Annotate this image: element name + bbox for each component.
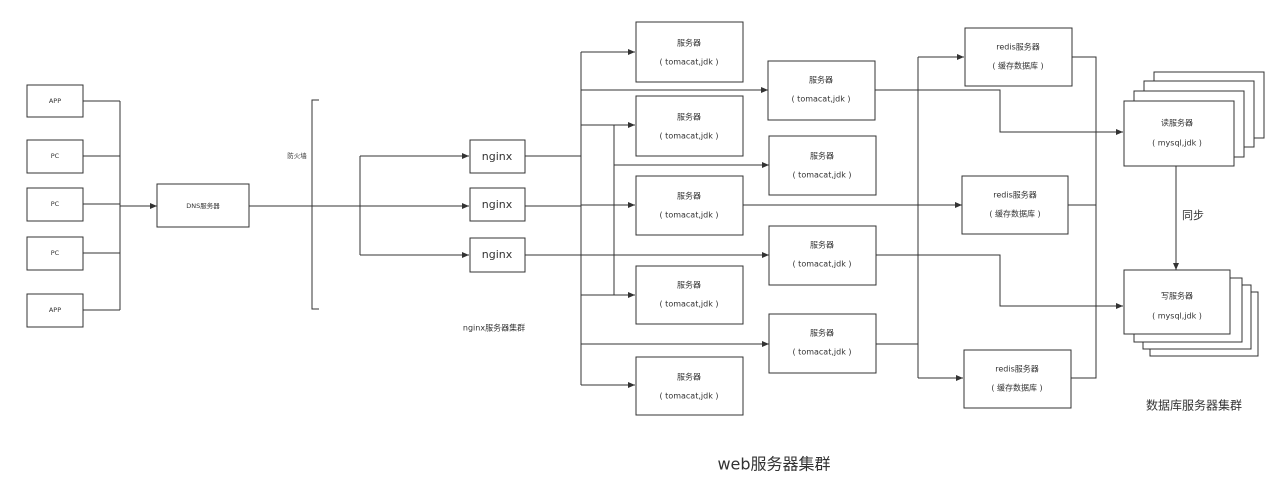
web-server-a1: 服务器 ( tomacat,jdk ) xyxy=(635,21,744,83)
nginx-label: nginx xyxy=(482,198,513,211)
web-server-sub: ( tomacat,jdk ) xyxy=(660,58,719,67)
dns-server: DNS服务器 xyxy=(156,183,250,228)
read-db-sub: ( mysql,jdk ) xyxy=(1152,139,1202,148)
nginx-server-2: nginx xyxy=(469,187,526,222)
web-server-sub: ( tomacat,jdk ) xyxy=(792,95,851,104)
web-server-sub: ( tomacat,jdk ) xyxy=(793,260,852,269)
redis-title: redis服务器 xyxy=(993,190,1037,200)
write-db-title: 写服务器 xyxy=(1161,291,1193,301)
nginx-cluster-label: nginx服务器集群 xyxy=(463,323,525,333)
web-server-a4: 服务器 ( tomacat,jdk ) xyxy=(635,265,744,325)
client-label: PC xyxy=(51,200,60,208)
web-cluster-label: web服务器集群 xyxy=(717,455,830,474)
web-server-title: 服务器 xyxy=(809,75,833,85)
nginx-server-1: nginx xyxy=(469,139,526,174)
client-pc-2: PC xyxy=(26,187,84,222)
redis-sub: ( 缓存数据库 ) xyxy=(989,209,1040,219)
client-label: PC xyxy=(51,152,60,160)
sync-label: 同步 xyxy=(1182,209,1204,222)
connectors xyxy=(83,49,1179,388)
client-label: APP xyxy=(49,97,61,105)
web-server-a3: 服务器 ( tomacat,jdk ) xyxy=(635,175,744,236)
web-server-title: 服务器 xyxy=(677,38,701,48)
web-server-title: 服务器 xyxy=(677,191,701,201)
web-server-b1: 服务器 ( tomacat,jdk ) xyxy=(767,60,876,121)
redis-server-1: redis服务器 ( 缓存数据库 ) xyxy=(964,27,1073,87)
client-app-2: APP xyxy=(26,293,84,328)
write-db-stack: 写服务器 ( mysql,jdk ) xyxy=(1123,269,1259,357)
web-server-a2: 服务器 ( tomacat,jdk ) xyxy=(635,95,744,157)
web-server-b2: 服务器 ( tomacat,jdk ) xyxy=(768,135,877,196)
nginx-server-3: nginx xyxy=(469,237,526,273)
web-server-title: 服务器 xyxy=(677,372,701,382)
redis-sub: ( 缓存数据库 ) xyxy=(992,61,1043,71)
web-server-sub: ( tomacat,jdk ) xyxy=(660,300,719,309)
web-server-sub: ( tomacat,jdk ) xyxy=(660,211,719,220)
nginx-label: nginx xyxy=(482,248,513,261)
db-cluster-label: 数据库服务器集群 xyxy=(1146,398,1242,413)
web-server-sub: ( tomacat,jdk ) xyxy=(793,171,852,180)
nginx-label: nginx xyxy=(482,150,513,163)
client-pc-3: PC xyxy=(26,236,84,271)
client-label: PC xyxy=(51,249,60,257)
web-server-b3: 服务器 ( tomacat,jdk ) xyxy=(768,225,877,286)
write-db-sub: ( mysql,jdk ) xyxy=(1152,312,1202,321)
web-server-title: 服务器 xyxy=(810,240,834,250)
firewall-label: 防火墙 xyxy=(287,151,307,160)
web-server-sub: ( tomacat,jdk ) xyxy=(793,348,852,357)
client-app-1: APP xyxy=(26,84,84,118)
client-label: APP xyxy=(49,306,61,314)
web-server-a5: 服务器 ( tomacat,jdk ) xyxy=(635,356,744,416)
web-server-sub: ( tomacat,jdk ) xyxy=(660,132,719,141)
read-db-title: 读服务器 xyxy=(1161,118,1193,128)
web-server-title: 服务器 xyxy=(677,280,701,290)
web-server-title: 服务器 xyxy=(810,151,834,161)
web-server-sub: ( tomacat,jdk ) xyxy=(660,392,719,401)
dns-label: DNS服务器 xyxy=(186,201,220,210)
web-server-title: 服务器 xyxy=(810,328,834,338)
redis-title: redis服务器 xyxy=(996,42,1040,52)
web-server-title: 服务器 xyxy=(677,112,701,122)
redis-sub: ( 缓存数据库 ) xyxy=(991,383,1042,393)
redis-server-2: redis服务器 ( 缓存数据库 ) xyxy=(961,175,1069,235)
redis-title: redis服务器 xyxy=(995,364,1039,374)
web-server-b4: 服务器 ( tomacat,jdk ) xyxy=(768,313,877,374)
read-db-stack: 读服务器 ( mysql,jdk ) xyxy=(1123,71,1265,167)
client-pc-1: PC xyxy=(26,139,84,174)
redis-server-3: redis服务器 ( 缓存数据库 ) xyxy=(963,349,1072,409)
